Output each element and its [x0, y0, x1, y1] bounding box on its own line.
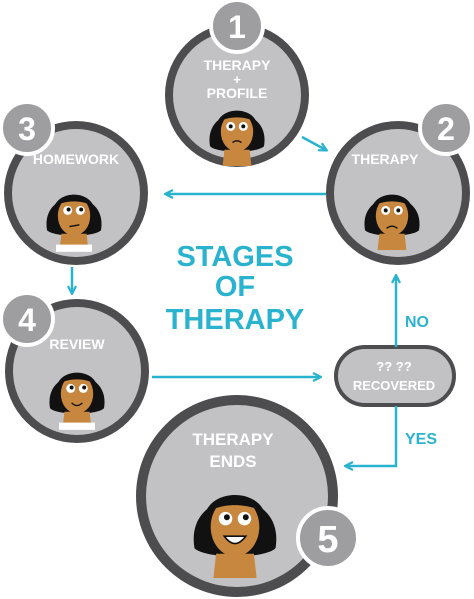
title-line-2: OF: [215, 271, 255, 303]
title-line-3: THERAPY: [166, 304, 305, 336]
question-marks: ?? ??: [376, 359, 411, 374]
person-face-icon: [209, 110, 265, 166]
stage-1-number: 1: [228, 9, 246, 45]
person-face-icon: [49, 372, 105, 430]
diagram-title: STAGES OF THERAPY: [166, 241, 305, 336]
arrow-right-icon: [301, 135, 326, 150]
person-face-icon: [46, 194, 102, 252]
stage-4: REVIEW 4: [0, 291, 149, 443]
stage-2-label: THERAPY: [352, 151, 420, 167]
stage-4-number: 4: [18, 302, 36, 338]
person-face-icon: [193, 494, 277, 578]
title-line-1: STAGES: [176, 241, 293, 273]
stage-1-label-line3: PROFILE: [207, 85, 268, 101]
arrows: [72, 135, 398, 466]
stage-2: THERAPY 2: [326, 100, 474, 265]
yes-label: YES: [405, 431, 437, 448]
stage-4-label: REVIEW: [49, 336, 105, 352]
stage-5: THERAPY ENDS 5: [136, 395, 360, 597]
recovered-decision: ?? ?? RECOVERED: [334, 345, 456, 407]
no-label: NO: [405, 314, 429, 331]
stage-5-label-line1: THERAPY: [192, 430, 274, 449]
stage-3-label: HOMEWORK: [33, 151, 119, 167]
arrow-left-icon: [346, 406, 398, 466]
stage-3: HOMEWORK 3: [0, 100, 148, 265]
stage-1: THERAPY + PROFILE 1: [165, 0, 309, 167]
stage-5-label-line2: ENDS: [209, 452, 256, 471]
stage-3-number: 3: [18, 111, 36, 147]
stage-1-label-line1: THERAPY: [204, 57, 272, 73]
person-face-icon: [364, 194, 420, 250]
recovered-label: RECOVERED: [353, 378, 435, 393]
stage-1-label-line2: +: [233, 72, 241, 87]
stage-2-number: 2: [437, 111, 455, 147]
stage-5-number: 5: [317, 519, 338, 561]
